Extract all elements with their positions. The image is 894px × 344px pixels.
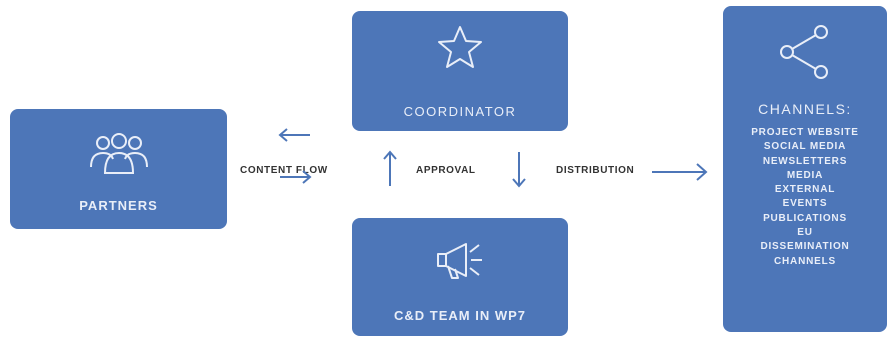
arrow-down-icon <box>512 152 526 188</box>
approval-label: APPROVAL <box>416 165 476 176</box>
arrow-up-icon <box>383 150 397 186</box>
content-flow-label: CONTENT FLOW <box>240 165 328 176</box>
people-group-icon <box>89 131 149 182</box>
channel-item: PUBLICATIONS <box>763 212 847 224</box>
cd-team-title: C&D TEAM IN WP7 <box>394 308 526 323</box>
coordinator-box: COORDINATOR <box>352 11 568 131</box>
cd-team-box: C&D TEAM IN WP7 <box>352 218 568 336</box>
channel-item: EVENTS <box>782 198 828 210</box>
channel-item: EU <box>797 227 813 239</box>
distribution-label: DISTRIBUTION <box>556 165 635 176</box>
share-icon <box>779 24 831 85</box>
channel-item: NEWSLETTERS <box>762 155 848 167</box>
arrow-left-icon <box>278 128 310 142</box>
channel-item: PROJECT WEBSITE <box>751 127 859 138</box>
channel-list: PROJECT WEBSITE SOCIAL MEDIA NEWSLETTERS… <box>723 126 887 269</box>
arrow-right-icon <box>280 170 312 184</box>
channel-item: CHANNELS <box>774 255 836 267</box>
channel-item: SOCIAL MEDIA <box>763 141 847 153</box>
megaphone-icon <box>436 240 484 285</box>
channels-box: CHANNELS: PROJECT WEBSITE SOCIAL MEDIA N… <box>723 6 887 332</box>
channels-title: CHANNELS: <box>758 101 852 117</box>
channel-item: MEDIA <box>786 169 824 181</box>
channel-item: DISSEMINATION <box>760 241 850 253</box>
partners-title: PARTNERS <box>79 198 158 213</box>
coordinator-title: COORDINATOR <box>403 104 517 119</box>
partners-box: PARTNERS <box>10 109 227 229</box>
channel-item: EXTERNAL <box>774 184 836 196</box>
arrow-right-icon <box>652 163 708 181</box>
star-icon <box>437 25 483 74</box>
